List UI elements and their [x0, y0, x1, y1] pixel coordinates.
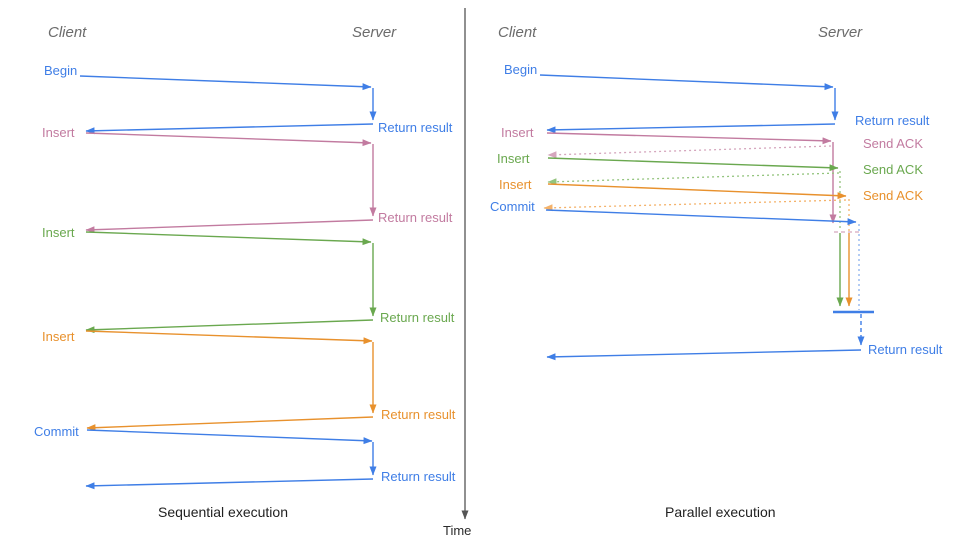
- par-begin-request-arrow: [539, 74, 834, 91]
- seq-begin-return-label: Return result: [378, 120, 453, 135]
- seq-insert2-label: Insert: [42, 225, 75, 240]
- seq-insert2-return-label: Return result: [380, 310, 455, 325]
- par-commit-return-arrow: [546, 349, 862, 361]
- seq-insert3-return-arrow: [86, 416, 374, 432]
- par-begin-label: Begin: [504, 62, 538, 77]
- par-commit-request-arrow: [545, 209, 857, 226]
- seq-insert1-return-label: Return result: [378, 210, 453, 225]
- seq-commit-exchange: [85, 429, 377, 490]
- seq-begin-label: Begin: [44, 63, 78, 78]
- par-insert2-exchange: [547, 157, 844, 307]
- seq-begin-request-arrow: [79, 75, 372, 91]
- par-insert3-request-arrow: [547, 183, 847, 200]
- par-commit-exchange: [545, 209, 874, 361]
- par-insert1-ack-arrow: [547, 145, 832, 159]
- par-client-header: Client: [498, 24, 537, 41]
- par-insert2-ack-label: Send ACK: [863, 162, 923, 177]
- seq-begin-exchange: [79, 75, 377, 135]
- seq-begin-return-arrow: [85, 123, 374, 135]
- seq-insert2-exchange: [85, 231, 377, 334]
- seq-insert3-request-arrow: [85, 330, 373, 345]
- par-insert3-ack-arrow: [543, 199, 847, 212]
- seq-commit-label: Commit: [34, 424, 79, 439]
- par-commit-return-label: Return result: [868, 342, 943, 357]
- par-commit-label: Commit: [490, 199, 535, 214]
- seq-client-header: Client: [48, 24, 87, 41]
- par-insert2-ack-arrow: [547, 172, 840, 186]
- seq-insert1-request-arrow: [85, 132, 372, 147]
- par-insert3-exchange: [543, 183, 853, 307]
- seq-insert2-request-arrow: [85, 231, 372, 246]
- seq-commit-return-arrow: [85, 478, 374, 490]
- par-insert3-label: Insert: [499, 177, 532, 192]
- par-insert1-label: Insert: [501, 125, 534, 140]
- par-server-header: Server: [818, 24, 863, 41]
- seq-insert3-exchange: [85, 330, 377, 432]
- sequential-caption: Sequential execution: [158, 504, 288, 520]
- seq-insert3-return-label: Return result: [381, 407, 456, 422]
- seq-insert2-return-arrow: [85, 319, 374, 334]
- parallel-caption: Parallel execution: [665, 504, 776, 520]
- seq-insert1-label: Insert: [42, 125, 75, 140]
- seq-insert1-return-arrow: [85, 219, 374, 234]
- seq-commit-request-arrow: [86, 429, 373, 445]
- par-insert1-ack-label: Send ACK: [863, 136, 923, 151]
- par-begin-return-arrow: [546, 123, 836, 134]
- par-insert2-label: Insert: [497, 151, 530, 166]
- seq-insert1-exchange: [85, 132, 377, 234]
- time-axis-label: Time: [443, 523, 472, 538]
- par-insert2-request-arrow: [547, 157, 839, 172]
- par-begin-exchange: [539, 74, 839, 134]
- seq-insert3-label: Insert: [42, 329, 75, 344]
- seq-server-header: Server: [352, 24, 397, 41]
- par-insert1-exchange: [546, 132, 861, 233]
- par-insert3-ack-label: Send ACK: [863, 188, 923, 203]
- seq-commit-return-label: Return result: [381, 469, 456, 484]
- par-begin-return-label: Return result: [855, 113, 930, 128]
- par-insert1-request-arrow: [546, 132, 832, 145]
